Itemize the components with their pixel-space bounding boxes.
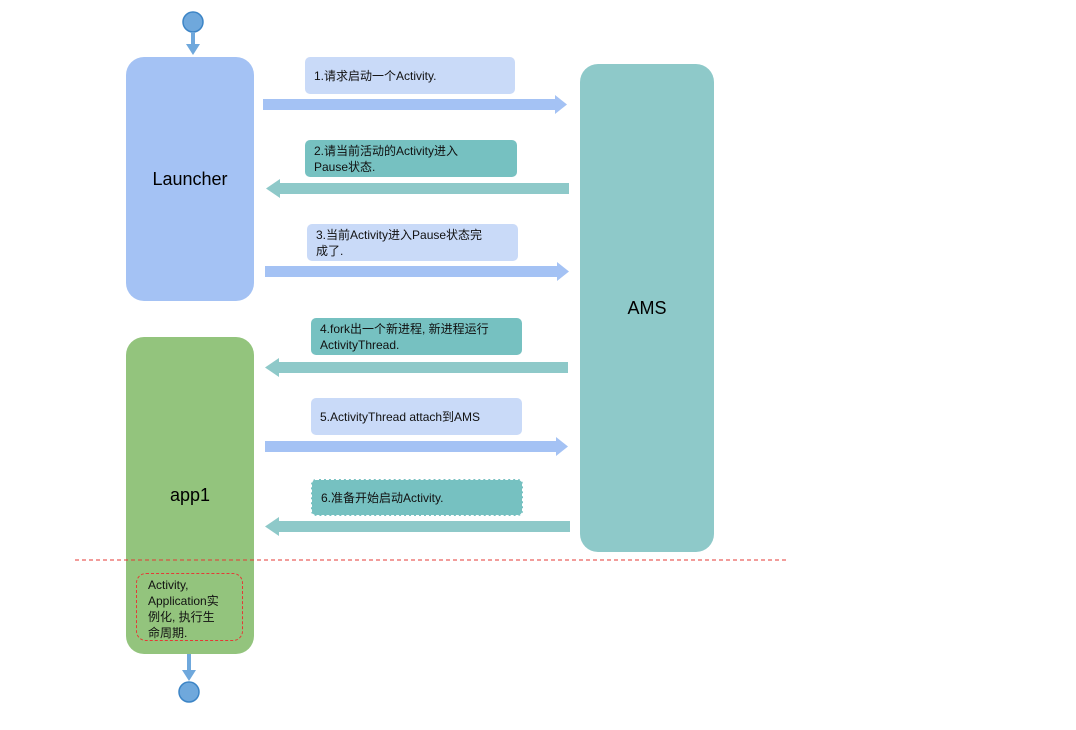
end-terminal [178,681,200,703]
start-terminal [182,11,204,33]
start-connector-head [186,44,200,55]
app1-label: app1 [169,485,211,505]
start-connector [191,32,195,46]
arrow-5-to-ams [265,437,568,456]
arrow-4-to-app1 [265,358,568,377]
arrow-2-to-launcher [266,179,569,198]
arrow-6-to-app1 [265,517,570,536]
end-connector-head [182,670,196,681]
message-1: 1.请求启动一个Activity. [305,57,515,94]
lifecycle-note: Activity, Application实 例化, 执行生 命周期. [136,573,243,641]
message-2: 2.请当前活动的Activity进入 Pause状态. [305,140,517,177]
message-3: 3.当前Activity进入Pause状态完 成了. [307,224,518,261]
app1-node: app1 [126,337,254,654]
arrow-3-to-ams [265,262,569,281]
launcher-label: Launcher [152,168,228,189]
launcher-node: Launcher [126,57,254,301]
end-connector [187,654,191,672]
ams-label: AMS [627,297,667,318]
message-4: 4.fork出一个新进程, 新进程运行 ActivityThread. [311,318,522,355]
message-5: 5.ActivityThread attach到AMS [311,398,522,435]
divider-line [75,559,786,561]
arrow-1-to-ams [263,95,567,114]
ams-node: AMS [580,64,714,552]
message-6: 6.准备开始启动Activity. [311,479,523,516]
